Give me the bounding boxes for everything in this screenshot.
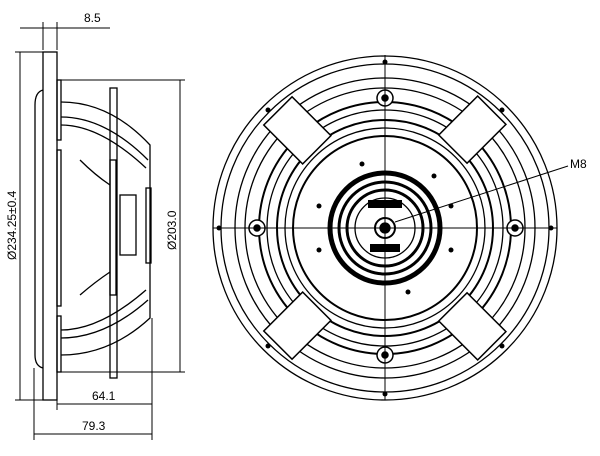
mount-depth-label: 64.1 xyxy=(92,389,116,403)
flange-thickness-label: 8.5 xyxy=(84,11,101,25)
total-depth-label: 79.3 xyxy=(82,419,106,433)
side-dimensions xyxy=(15,22,185,440)
cutout-diameter-label: Ø203.0 xyxy=(165,210,179,250)
side-view xyxy=(34,51,152,401)
outer-diameter-label: Ø234.25±0.4 xyxy=(5,190,19,260)
front-view xyxy=(212,55,569,401)
thread-label: M8 xyxy=(570,157,587,171)
